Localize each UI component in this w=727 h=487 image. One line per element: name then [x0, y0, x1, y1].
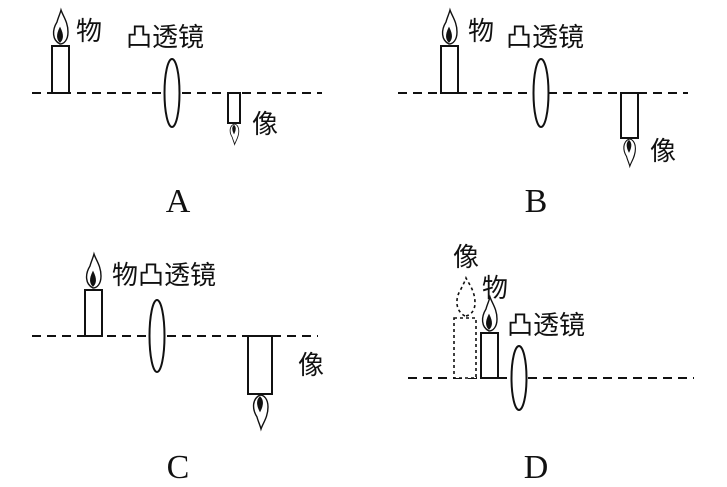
panel-b: 物 凸透镜 像 B: [398, 9, 688, 220]
lens-label: 凸透镜: [506, 23, 584, 53]
image-flame: [623, 138, 636, 167]
candle-flame: [85, 253, 102, 289]
image-flame: [252, 394, 269, 430]
panel-a: 物 凸透镜 像 A: [32, 9, 322, 220]
panel-c: 物 凸透镜 像 C: [32, 253, 324, 486]
image-candle: [227, 92, 241, 124]
panel-caption: D: [524, 449, 549, 486]
lens-label: 凸透镜: [138, 261, 216, 291]
image-label: 像: [650, 137, 676, 167]
image-label: 像: [453, 243, 479, 273]
virtual-image-flame: [456, 275, 476, 317]
object-label: 物: [468, 17, 494, 47]
convex-lens: [510, 345, 528, 411]
panel-caption: B: [525, 183, 548, 220]
candle-flame: [441, 9, 458, 45]
image-candle: [247, 335, 273, 395]
object-label: 物: [482, 274, 508, 304]
candle-flame: [52, 9, 69, 45]
object-candle: [480, 332, 499, 379]
panel-d: 像 物 凸透镜 D: [408, 243, 694, 486]
object-candle: [84, 289, 103, 337]
lens-label: 凸透镜: [126, 23, 204, 53]
object-label: 物: [112, 261, 138, 291]
panel-caption: A: [166, 183, 191, 220]
virtual-image-candle: [453, 317, 477, 379]
image-label: 像: [298, 351, 324, 381]
object-candle: [440, 45, 459, 94]
object-label: 物: [76, 17, 102, 47]
image-label: 像: [252, 110, 278, 140]
lens-label: 凸透镜: [507, 311, 585, 341]
image-flame: [229, 123, 240, 145]
convex-lens: [163, 58, 181, 128]
panel-caption: C: [167, 449, 190, 486]
image-candle: [620, 92, 639, 139]
object-candle: [51, 45, 70, 94]
convex-lens: [148, 299, 166, 373]
convex-lens: [532, 58, 550, 128]
